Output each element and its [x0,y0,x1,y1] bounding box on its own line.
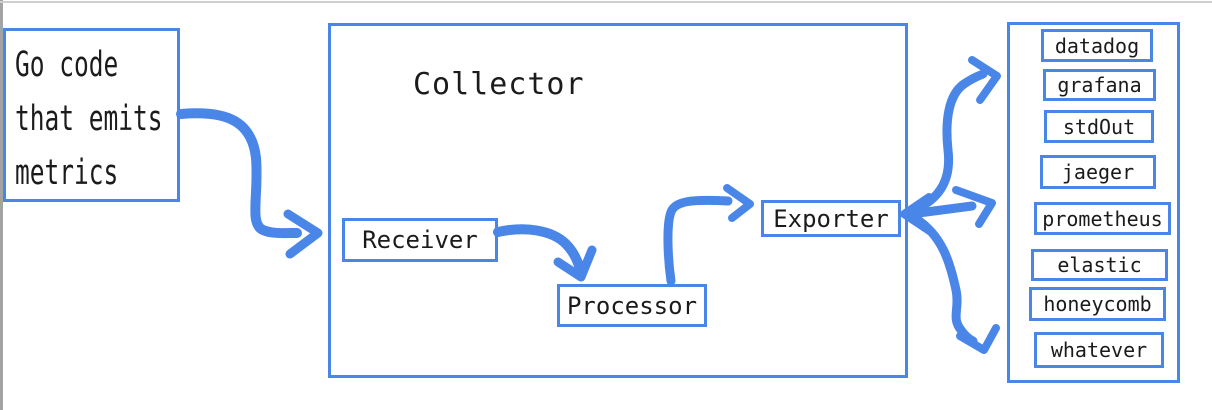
processor-label: Processor [566,291,698,320]
sink-elastic: elastic [1031,249,1168,281]
sink-label: datadog [1054,33,1140,58]
sink-honeycomb: honeycomb [1029,287,1166,321]
receiver-box: Receiver [342,218,498,262]
sink-label: whatever [1050,338,1148,362]
exporter-box: Exporter [761,200,901,237]
receiver-label: Receiver [362,226,478,254]
sink-label: elastic [1057,253,1142,277]
window-edge-top [0,1,1212,3]
sink-label: honeycomb [1043,292,1152,316]
collector-title: Collector [413,67,585,102]
sink-datadog: datadog [1041,29,1153,62]
sink-prometheus: prometheus [1034,202,1171,235]
sink-label: stdOut [1062,114,1136,139]
exporter-label: Exporter [773,204,889,233]
source-code-label: Go code that emits metrics [15,45,163,193]
sink-stdout: stdOut [1044,110,1154,143]
sink-label: jaeger [1061,160,1135,184]
source-code-box: Go code that emits metrics [3,28,180,202]
window-edge-left [0,0,3,410]
sink-grafana: grafana [1043,69,1156,101]
sink-jaeger: jaeger [1040,155,1156,189]
arrow-exporter-fanout [900,56,1001,354]
processor-box: Processor [557,284,707,327]
sink-whatever: whatever [1034,332,1164,368]
sink-label: grafana [1057,73,1142,97]
sink-label: prometheus [1042,206,1163,231]
arrow-source-to-receiver [176,108,323,259]
